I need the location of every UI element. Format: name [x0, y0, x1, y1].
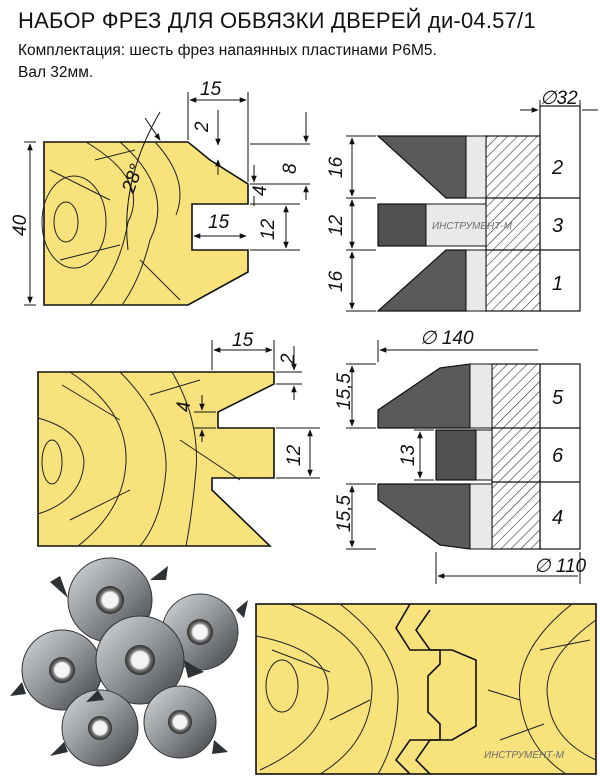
- page-title: НАБОР ФРЕЗ ДЛЯ ОБВЯЗКИ ДВЕРЕЙ ди-04.57/1: [18, 8, 536, 33]
- cutter-disc-3: [21, 629, 103, 711]
- dim-lines-stack-bottom: [346, 340, 581, 584]
- dim-dia-140: ∅ 140: [420, 328, 474, 349]
- dim-top-4: 4: [250, 185, 271, 196]
- dim-bore-32: ∅32: [540, 88, 578, 109]
- joint-seam-2: [414, 609, 477, 775]
- dim-top-height-40: 40: [10, 214, 31, 236]
- cutter-number-6: 6: [552, 445, 564, 467]
- wood-grain-top: [41, 141, 181, 306]
- cutter-3-blade: [377, 203, 427, 247]
- joint-assembly: ИНСТРУМЕНТ-М: [255, 603, 597, 775]
- dim-stack-15-5-a: 15,5: [334, 373, 355, 410]
- cutter-stack-top: ∅32 16 12 16 2 3 1 ИНСТРУМЕНТ-М: [326, 88, 598, 312]
- dim-bottom-width-15: 15: [232, 330, 254, 351]
- cutter-number-4: 4: [552, 507, 563, 529]
- dim-bottom-12: 12: [284, 444, 305, 466]
- cutter-disc-5: [61, 689, 139, 767]
- assembly-grain: [255, 603, 597, 775]
- dim-bottom-4: 4: [174, 401, 195, 412]
- cutter-number-1: 1: [552, 273, 563, 295]
- profile-top: 15 2 28° 8 4 15 12 40: [10, 79, 310, 306]
- shaft-description: Вал 32мм.: [18, 64, 94, 81]
- watermark-top: ИНСТРУМЕНТ-М: [432, 221, 513, 232]
- cutter-2-blade: [376, 135, 467, 199]
- cutter-number-3: 3: [552, 215, 563, 237]
- dim-stack-16-a: 16: [326, 156, 347, 178]
- dim-dia-110: ∅ 110: [534, 556, 587, 577]
- cutter-stack-bottom: ∅ 140 15,5 13 15,5 ∅ 110 5 6 4: [334, 328, 587, 584]
- cutter-disc-4: [95, 615, 185, 705]
- cutter-number-2: 2: [551, 157, 563, 179]
- shaft-bottom: [539, 363, 581, 550]
- cutters-photo: [10, 557, 248, 767]
- dim-stack-15-5-b: 15,5: [334, 495, 355, 532]
- hub-hatch-bottom: [491, 363, 541, 550]
- cutter-1-blade: [376, 249, 467, 312]
- watermark-assembly: ИНСТРУМЕНТ-М: [484, 750, 565, 761]
- dim-lines-stack-top: [346, 100, 598, 312]
- dim-lines-top: [24, 92, 310, 306]
- dim-lines-bottom: [194, 340, 320, 479]
- dim-bottom-2: 2: [278, 353, 299, 365]
- kit-description: Комплектация: шесть фрез напаянных пласт…: [18, 42, 437, 59]
- dim-top-slot-15: 15: [208, 212, 230, 233]
- wood-profile-top: [43, 141, 249, 306]
- cutter-4-blade: [377, 483, 471, 550]
- dim-stack-12: 12: [326, 214, 347, 236]
- dim-top-slot-12: 12: [258, 218, 279, 240]
- wood-grain-bottom: [37, 371, 241, 547]
- hub-hatch-top: [485, 135, 541, 312]
- cutter-teeth: [10, 566, 248, 756]
- dim-stack-16-b: 16: [326, 270, 347, 292]
- dim-stack-13: 13: [398, 444, 419, 466]
- joint-seam: [394, 603, 441, 775]
- wood-profile-bottom: [37, 371, 275, 547]
- cutter-disc-6: [143, 685, 217, 759]
- dim-top-width-15: 15: [200, 79, 222, 100]
- cutter-number-5: 5: [552, 387, 564, 409]
- dim-top-2: 2: [192, 121, 213, 133]
- dim-top-8: 8: [280, 163, 301, 174]
- profile-bottom: 15 2 4 12: [37, 330, 320, 547]
- cutter-6-blade: [435, 429, 477, 481]
